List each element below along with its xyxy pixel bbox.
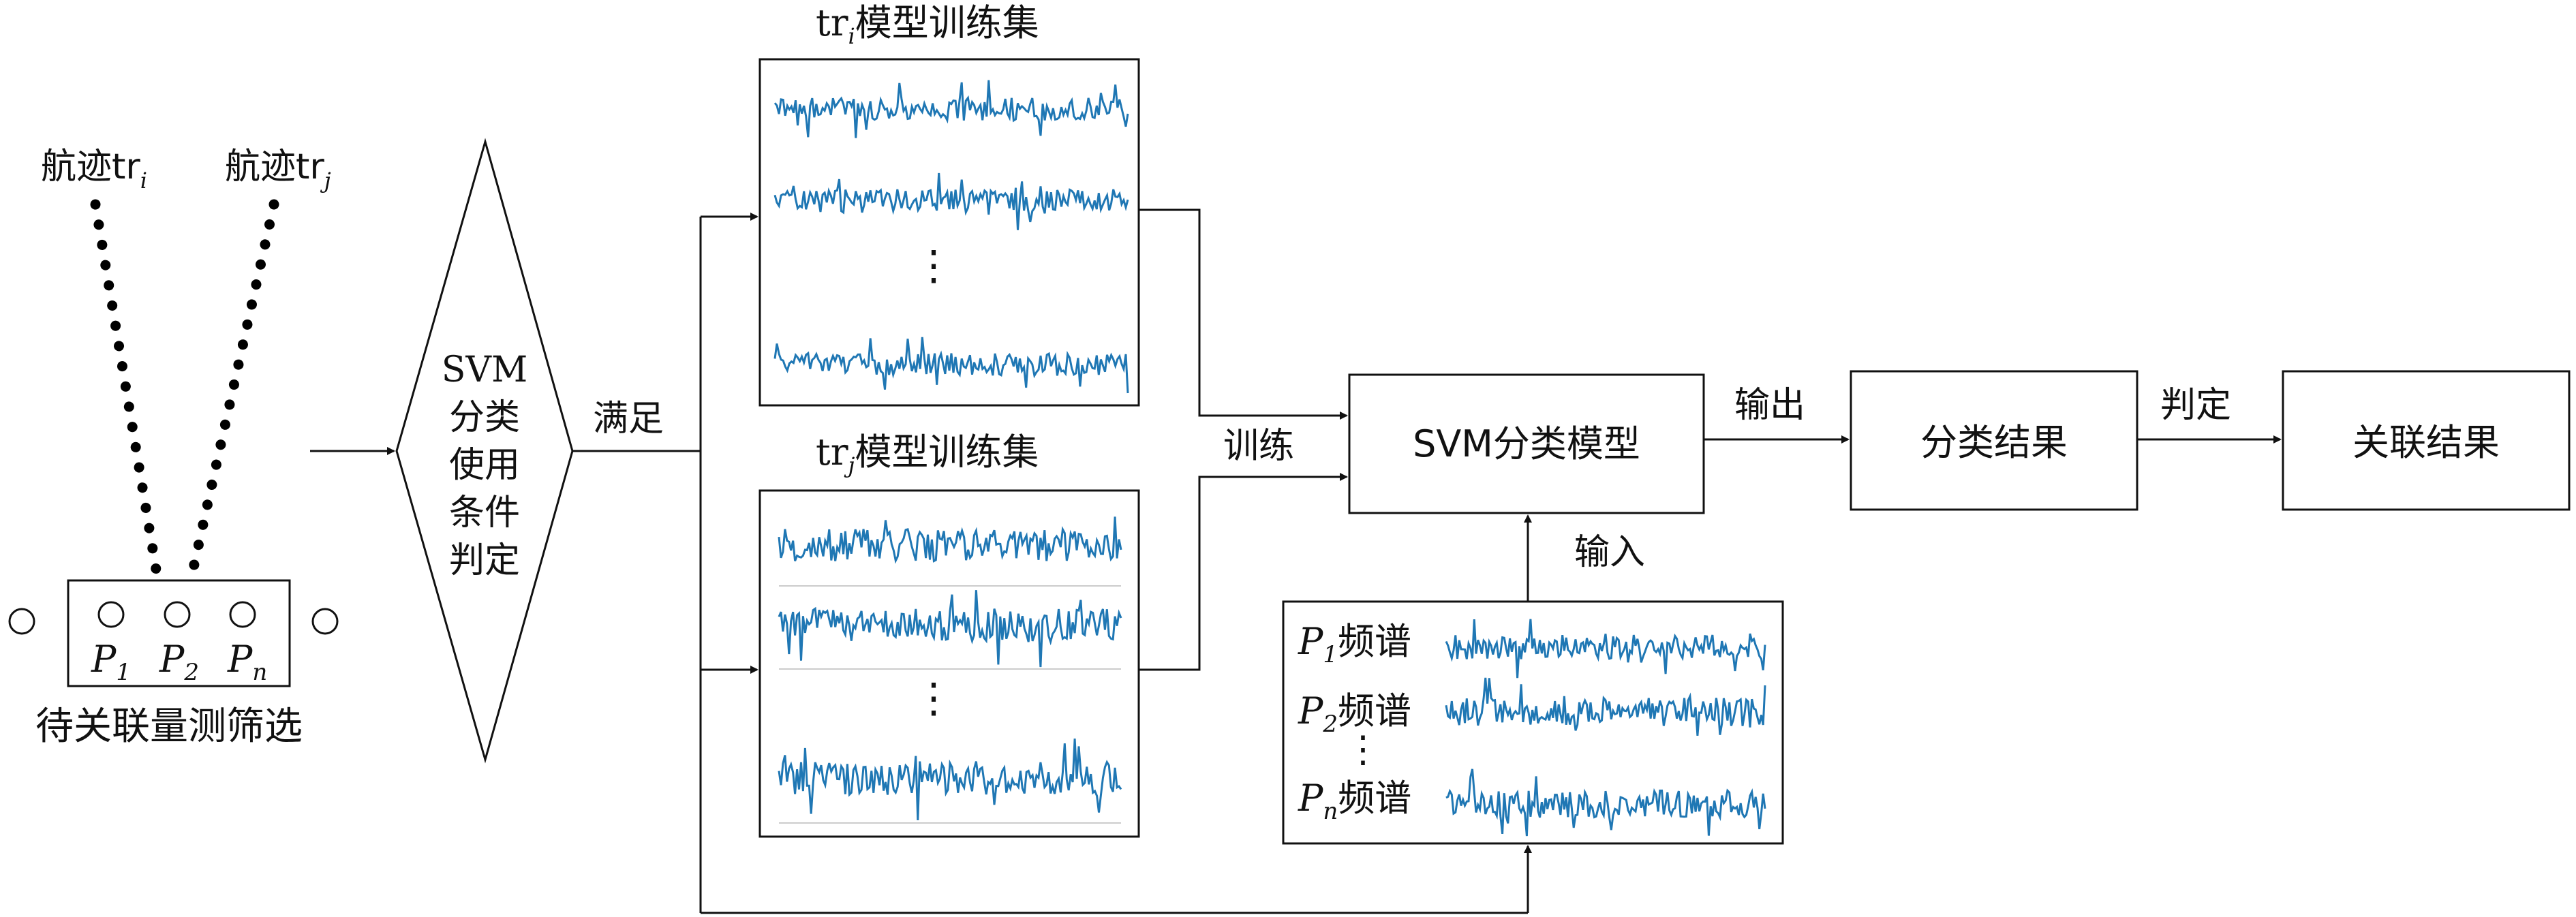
train-j-signal-1	[778, 516, 1122, 564]
train-j-title: trj模型训练集	[816, 431, 1039, 478]
spectrum-p2-signal	[1445, 677, 1766, 736]
svm-condition-line-5: 判定	[449, 540, 520, 581]
spectrum-pn-label: Pn频谱	[1298, 777, 1411, 825]
train-label: 训练	[1223, 426, 1294, 467]
train-i-signals	[773, 80, 1129, 394]
spectrum-p1-label: P1频谱	[1298, 620, 1411, 668]
train-i-signal-3	[773, 337, 1129, 394]
measurement-caption: 待关联量测筛选	[35, 704, 303, 749]
train-i-box	[758, 58, 1140, 407]
train-j-box	[758, 489, 1140, 838]
arrow-train-j-to-model	[1139, 473, 1348, 671]
vertical-dots-icon: ⋮	[1345, 728, 1381, 771]
association-result-box	[2282, 370, 2571, 511]
measurement-p1-icon	[97, 601, 125, 628]
train-j-signal-2	[778, 590, 1122, 668]
vertical-dots-icon: ⋮	[913, 674, 954, 722]
train-i-signal-1	[773, 80, 1129, 138]
class-result-label: 分类结果	[1920, 421, 2068, 464]
output-label: 输出	[1734, 385, 1805, 426]
spectrum-box	[1282, 600, 1784, 845]
judge-label: 判定	[2160, 385, 2231, 426]
svm-condition-diamond	[395, 138, 574, 764]
train-j-signal-3	[778, 739, 1122, 821]
train-i-title: tri模型训练集	[816, 1, 1039, 49]
svm-condition-line-4: 条件	[449, 493, 520, 533]
association-result-label: 关联结果	[2352, 421, 2500, 464]
outside-measurement-right-icon	[311, 608, 339, 635]
track-j-label: 航迹trj	[225, 146, 331, 193]
svm-condition-line-2: 分类	[449, 397, 520, 438]
svm-model-box	[1348, 373, 1705, 514]
satisfy-label: 满足	[593, 399, 664, 439]
spectrum-signals	[1445, 619, 1766, 837]
measurement-box	[67, 579, 291, 687]
measurement-pn-label: Pn	[227, 638, 267, 686]
spectrum-pn-signal	[1445, 768, 1766, 837]
measurement-p2-label: P2	[159, 638, 199, 686]
svm-condition-line-3: 使用	[449, 445, 520, 486]
track-i-label: 航迹tri	[41, 146, 147, 193]
measurement-pn-icon	[229, 601, 256, 628]
vertical-dots-icon: ⋮	[913, 242, 954, 290]
arrow-train-i-to-model	[1139, 208, 1348, 420]
track-i-dotted-line	[90, 199, 162, 579]
measurement-p2-icon	[164, 601, 191, 628]
svm-model-label: SVM分类模型	[1413, 422, 1640, 465]
train-i-signal-2	[773, 172, 1129, 230]
spectrum-p2-label: P2频谱	[1298, 689, 1411, 738]
train-j-signals	[778, 516, 1122, 824]
outside-measurement-left-icon	[8, 608, 35, 635]
spectrum-p1-signal	[1445, 619, 1766, 679]
svm-condition-line-1: SVM	[442, 349, 527, 390]
measurement-p1-label: P1	[91, 638, 131, 686]
track-j-dotted-line	[187, 199, 279, 579]
input-label: 输入	[1574, 532, 1645, 573]
